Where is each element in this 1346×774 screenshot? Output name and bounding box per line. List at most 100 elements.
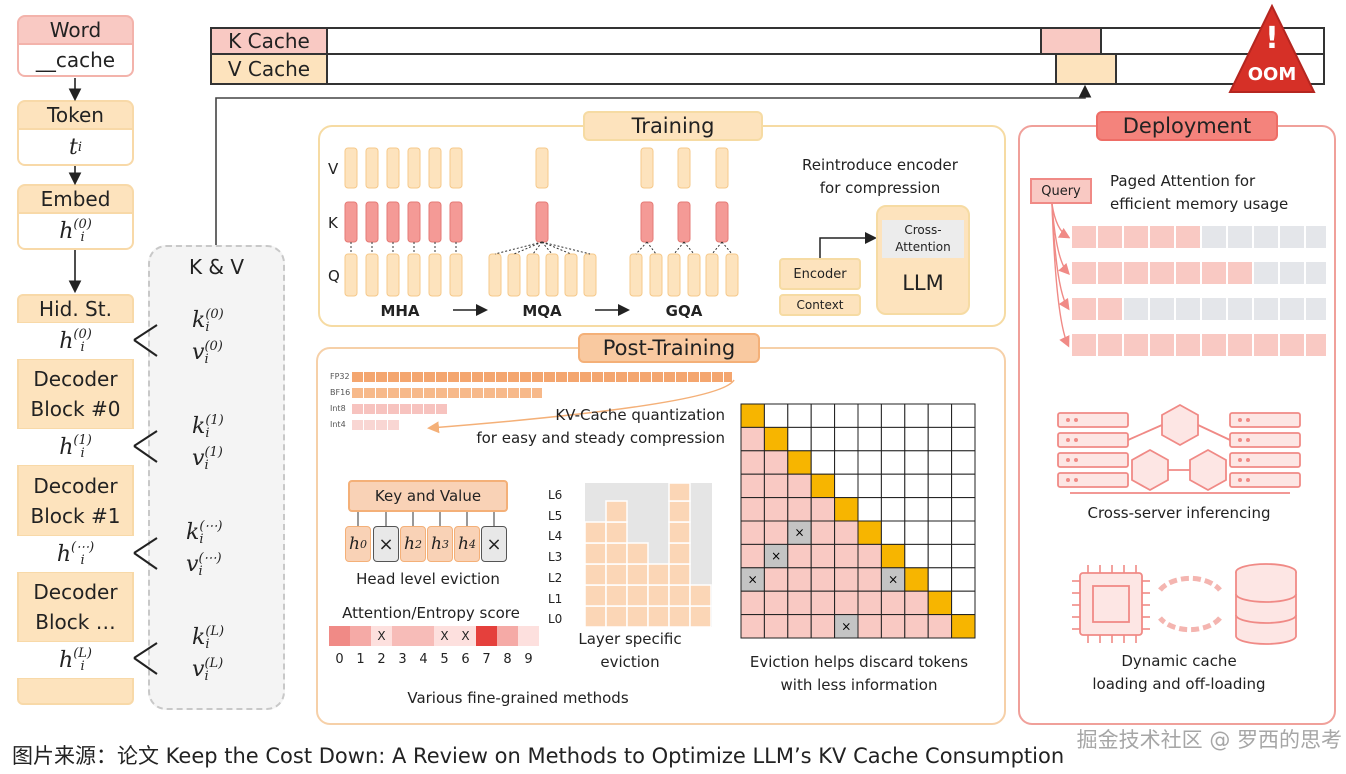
- score-cell-6: X: [455, 626, 476, 646]
- watermark: 掘金技术社区 @ 罗西的思考: [1076, 728, 1342, 752]
- k-cache-bar: [210, 27, 1325, 55]
- k-cache-fill: [1040, 27, 1102, 55]
- hdots-cell: h(⋯)i: [17, 535, 134, 573]
- row-label-q: Q: [328, 267, 340, 285]
- score-index: 6: [461, 651, 470, 667]
- layer-label: L0: [548, 612, 563, 627]
- k-cache-label: K Cache: [210, 27, 328, 55]
- score-cell-2: X: [371, 626, 392, 646]
- score-cell-3: [392, 626, 413, 646]
- source-caption: 图片来源：论文 Keep the Cost Down: A Review on …: [12, 744, 1065, 768]
- quant-label-bf16: BF16: [330, 388, 351, 397]
- score-index: 5: [440, 651, 449, 667]
- word-value: __cache: [17, 45, 134, 77]
- score-cell-5: X: [434, 626, 455, 646]
- oom-label: OOM: [1247, 63, 1297, 85]
- score-index: 3: [398, 651, 407, 667]
- score-cell-7: [476, 626, 497, 646]
- h1-cell: h(1)i: [17, 428, 134, 466]
- score-index: 0: [335, 651, 344, 667]
- head-caption: Head level eviction: [356, 570, 500, 588]
- gqa-label: GQA: [665, 302, 703, 320]
- deployment-title: Deployment: [1096, 111, 1278, 141]
- score-index: 2: [377, 651, 386, 667]
- layer-label: L6: [548, 488, 563, 502]
- head-evicted-5: ×: [481, 526, 507, 562]
- score-cell-9: [518, 626, 539, 646]
- embed-math: h(0)i: [17, 214, 134, 250]
- score-index: 4: [419, 651, 428, 667]
- kv-pair-0: k(0)i v(0)i: [192, 307, 224, 367]
- encoder-box: Encoder: [779, 258, 861, 290]
- h0-cell: h(0)i: [17, 322, 134, 360]
- score-indices: 0 1 2 3 4 5 6 7 8 9: [329, 650, 539, 668]
- v-cache-fill: [1055, 55, 1117, 85]
- token-label: Token: [17, 100, 134, 130]
- layer-label: L4: [548, 529, 563, 544]
- layer-label: L2: [548, 570, 563, 585]
- embed-label: Embed: [17, 184, 134, 214]
- quant-bar-int8: [352, 404, 448, 414]
- hL-cell: h(L)i: [17, 641, 134, 679]
- score-index: 1: [356, 651, 365, 667]
- attn-caption: Attention/Entropy score: [342, 604, 520, 622]
- quant-bar-int4: [352, 420, 400, 430]
- llm-label: LLM: [902, 271, 944, 295]
- score-cell-1: [350, 626, 371, 646]
- quant-bar-bf16: [352, 388, 542, 398]
- layer-grid-bg: [585, 483, 712, 627]
- score-cell-8: [497, 626, 518, 646]
- kv-pair-1: k(1)i v(1)i: [192, 413, 224, 473]
- kv-pair-dots: k(⋯)i v(⋯)i: [186, 519, 223, 579]
- hid-st-label: Hid. St.: [39, 297, 112, 321]
- layer-label: L1: [548, 591, 563, 606]
- score-index: 9: [524, 651, 533, 667]
- score-index: 8: [503, 651, 512, 667]
- training-title: Training: [583, 111, 763, 141]
- key-value-box: Key and Value: [348, 480, 508, 512]
- quant-label-fp32: FP32: [330, 372, 350, 381]
- quant-bar-fp32: [352, 372, 732, 382]
- score-cell-4: [413, 626, 434, 646]
- score-strip: X X X: [329, 626, 539, 646]
- mha-label: MHA: [380, 302, 420, 320]
- context-box: Context: [779, 294, 861, 316]
- kv-pair-L: k(L)i v(L)i: [192, 624, 225, 684]
- v-cache-bar: [210, 55, 1325, 85]
- score-cell-0: [329, 626, 350, 646]
- score-index: 7: [482, 651, 491, 667]
- mqa-label: MQA: [522, 302, 562, 320]
- query-box: Query: [1030, 178, 1092, 204]
- quant-label-int4: Int4: [330, 420, 346, 429]
- cross-attention-box: Cross-Attention: [882, 220, 964, 258]
- hidden-state-stack: [17, 294, 134, 705]
- layer-labels: L6 L5 L4 L3 L2 L1 L0: [548, 485, 568, 630]
- word-label: Word: [17, 15, 134, 45]
- head-evicted-1: ×: [373, 526, 399, 562]
- v-cache-label: V Cache: [210, 55, 328, 85]
- row-label-v: V: [328, 160, 339, 178]
- layer-label: L5: [548, 508, 563, 523]
- fine-grained-caption: Various fine-grained methods: [407, 689, 629, 707]
- kv-title: K & V: [188, 255, 245, 279]
- row-label-k: K: [328, 214, 338, 232]
- quant-label-int8: Int8: [330, 404, 346, 413]
- oom-exclamation: !: [1265, 20, 1279, 56]
- post-training-title: Post-Training: [578, 333, 760, 363]
- kv-column: [148, 245, 285, 710]
